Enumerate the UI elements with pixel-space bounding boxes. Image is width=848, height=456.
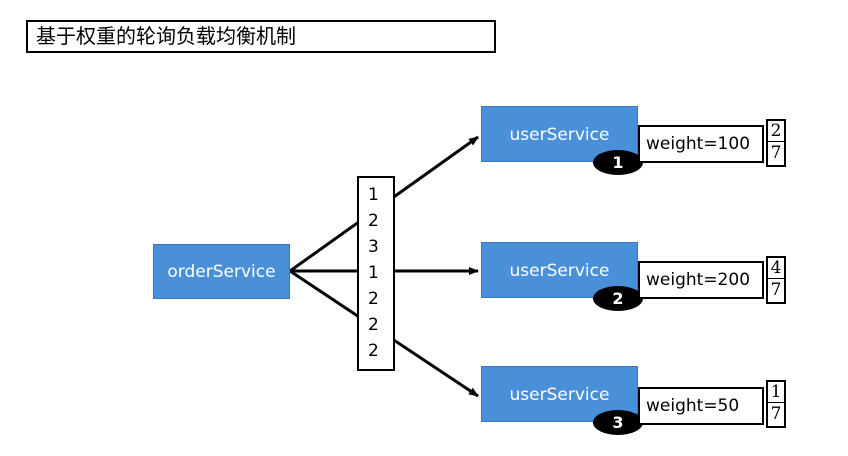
weight-fraction-3: 1 7 (766, 380, 786, 428)
sequence-item: 1 (368, 185, 379, 205)
weight-fraction-1: 2 7 (766, 119, 786, 167)
sequence-item: 1 (368, 263, 379, 283)
fraction-denominator: 7 (770, 280, 782, 300)
sequence-item: 2 (368, 341, 379, 361)
fraction-numerator: 1 (768, 382, 784, 403)
order-service-node: orderService (153, 244, 290, 299)
service-badge-3: 3 (593, 410, 643, 435)
sequence-item: 2 (368, 315, 379, 335)
fraction-numerator: 2 (768, 121, 784, 142)
service-badge-1: 1 (593, 150, 643, 175)
weight-label-1: weight=100 (638, 125, 764, 163)
sequence-item: 3 (368, 237, 379, 257)
fraction-numerator: 4 (768, 258, 784, 279)
fraction-denominator: 7 (770, 143, 782, 163)
user-service-node-3: userService (481, 366, 638, 422)
weighted-sequence-box: 1 2 3 1 2 2 2 (357, 176, 395, 371)
weight-label-3: weight=50 (638, 387, 764, 425)
sequence-item: 2 (368, 289, 379, 309)
service-badge-2: 2 (593, 286, 643, 311)
weight-fraction-2: 4 7 (766, 256, 786, 304)
fraction-denominator: 7 (770, 404, 782, 424)
weight-label-2: weight=200 (638, 261, 764, 299)
sequence-item: 2 (368, 211, 379, 231)
diagram-title: 基于权重的轮询负载均衡机制 (26, 20, 496, 53)
